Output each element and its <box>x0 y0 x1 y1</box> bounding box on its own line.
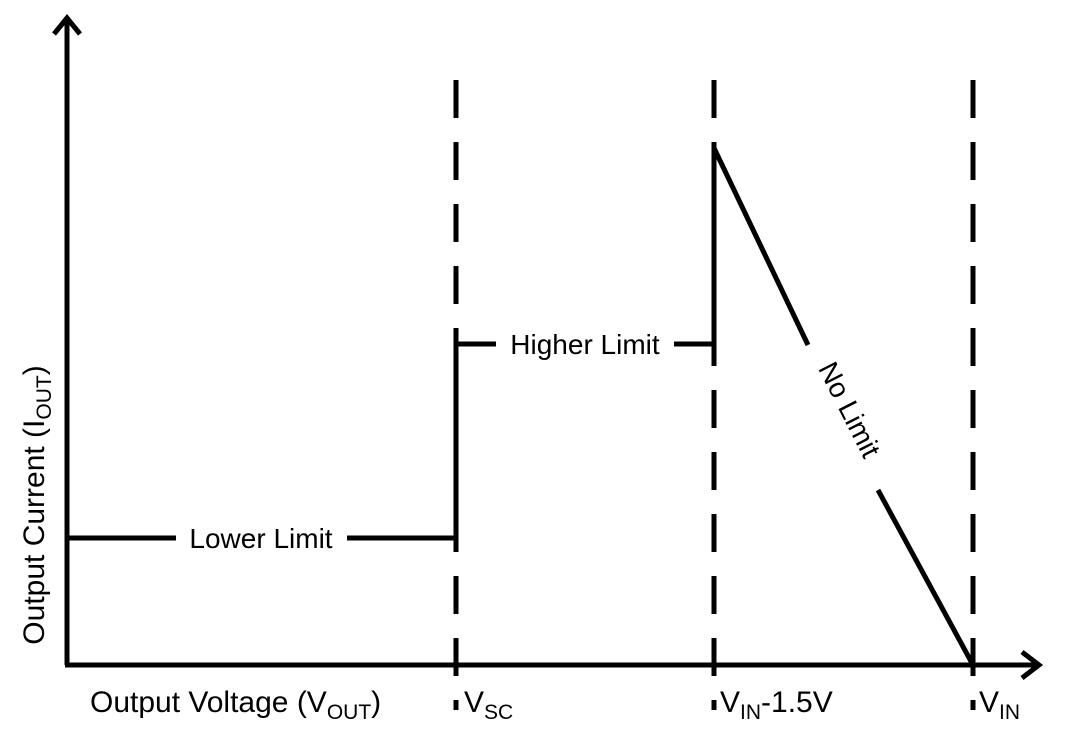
higher-limit-label: Higher Limit <box>510 329 660 360</box>
no-limit-line-lower <box>875 488 976 667</box>
vin-marker-label: VIN <box>979 686 1020 724</box>
vin-minus-marker-label: VIN-1.5V <box>720 686 833 724</box>
x-axis-label: Output Voltage (VOUT) <box>90 686 381 724</box>
no-limit-line-upper <box>711 146 811 347</box>
y-axis-arrowhead <box>52 14 82 36</box>
y-axis-label: Output Current (IOUT) <box>18 365 56 644</box>
no-limit-label: No Limit <box>812 357 886 463</box>
x-axis-arrowhead <box>1020 650 1044 680</box>
lower-limit-label: Lower Limit <box>189 523 332 554</box>
vsc-marker-label: VSC <box>464 686 513 724</box>
